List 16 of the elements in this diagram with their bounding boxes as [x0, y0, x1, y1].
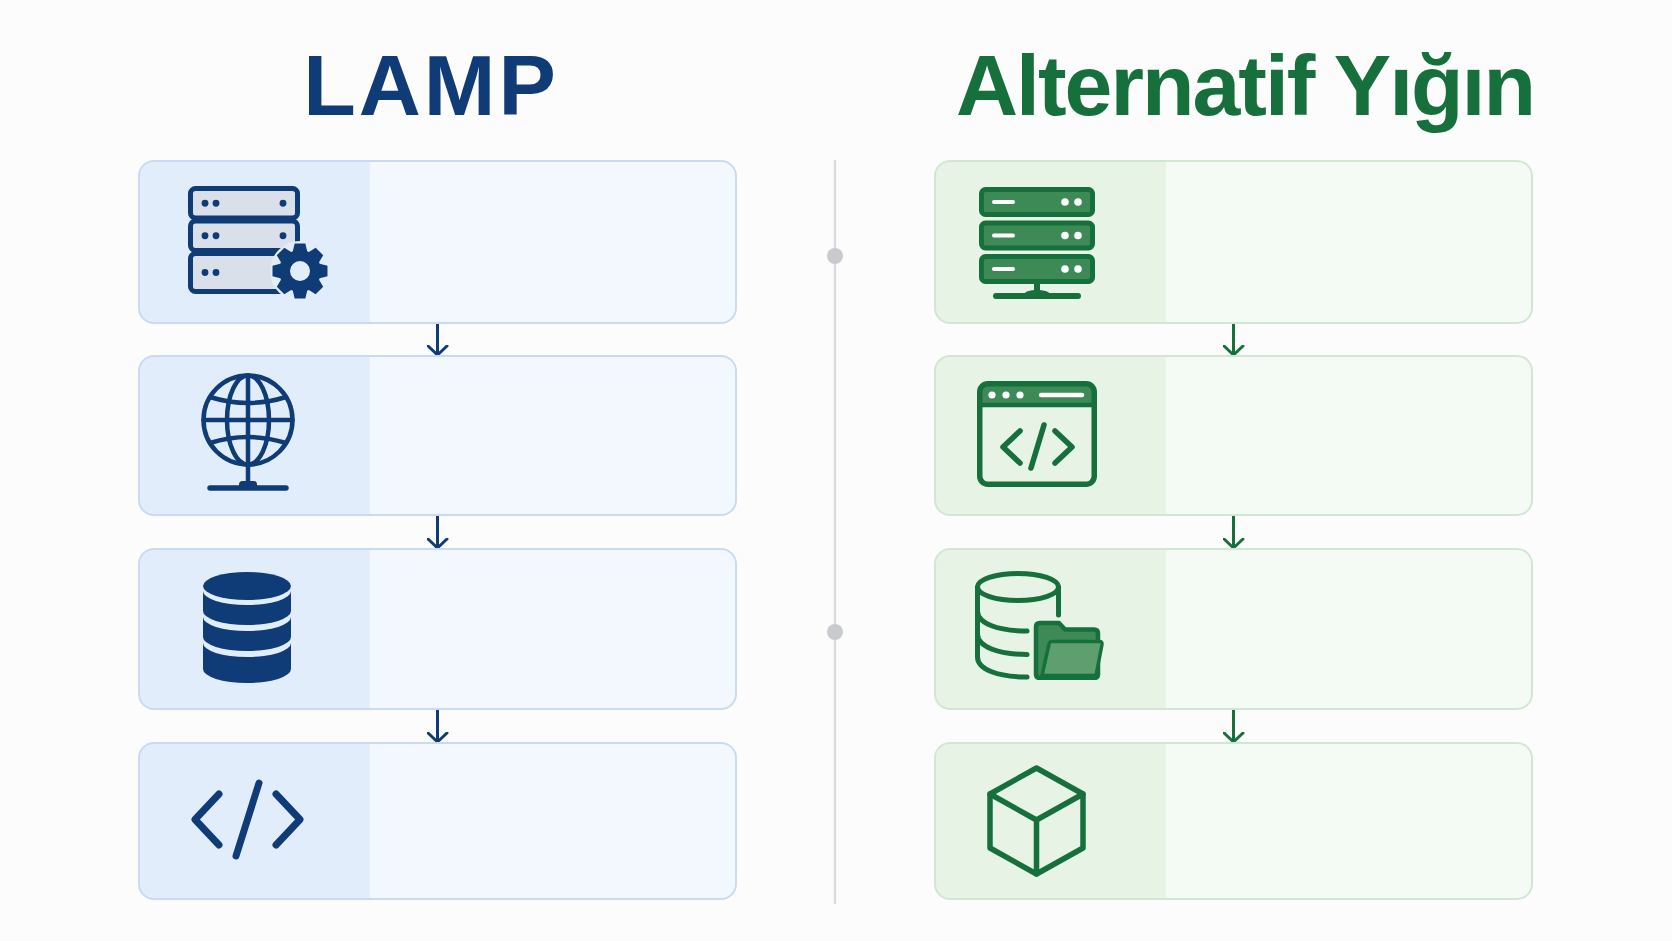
arrow	[426, 516, 449, 550]
layer-card	[138, 742, 737, 900]
layer-card	[934, 355, 1533, 516]
layer-card	[934, 160, 1533, 324]
column-heading: LAMP	[303, 36, 559, 135]
arrow	[1222, 516, 1245, 550]
arrow	[426, 710, 449, 744]
layer-card	[934, 742, 1533, 900]
arrow	[1222, 324, 1245, 357]
layer-card	[138, 548, 737, 710]
layer-card	[138, 355, 737, 516]
column-heading: Alternatif Yığın	[956, 36, 1534, 135]
layer-card	[138, 160, 737, 324]
layer-card	[934, 548, 1533, 710]
arrow	[1222, 710, 1245, 744]
arrow	[426, 324, 449, 357]
